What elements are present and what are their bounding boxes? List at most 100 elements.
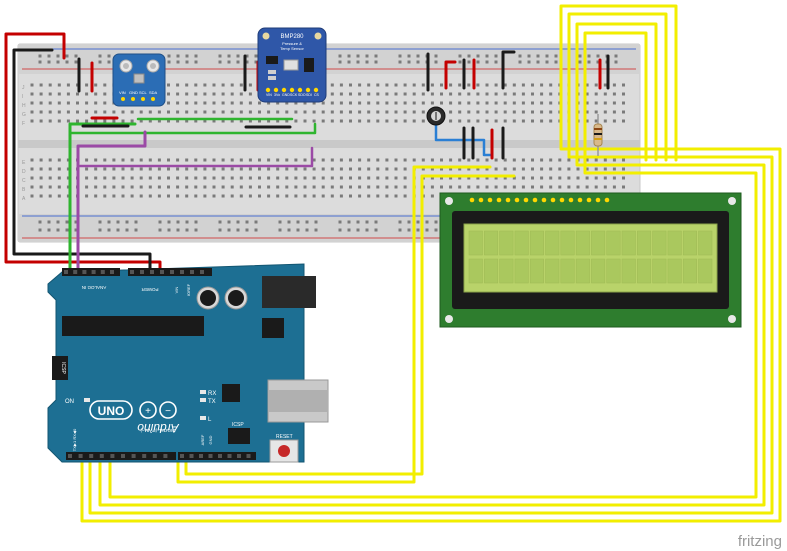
breadboard-hole [221,110,225,114]
rail-hole [554,60,558,64]
breadboard-hole [85,185,89,189]
breadboard-hole [221,92,225,96]
breadboard-hole [440,92,443,96]
rail-hole [578,54,582,58]
breadboard-hole [376,119,380,123]
rail-hole [254,60,258,64]
breadboard-hole [112,110,116,114]
breadboard-hole [540,101,544,105]
lcd-pin [577,197,583,203]
breadboard-hole [394,101,398,105]
header-pin [64,270,68,274]
breadboard-hole [512,158,516,162]
breadboard-hole [285,119,289,123]
breadboard-hole [585,110,589,114]
breadboard-hole [622,158,625,162]
pin-label: VIN [119,90,126,95]
rail-hole [158,228,162,232]
breadboard-hole [385,101,389,105]
breadboard-hole [239,101,243,105]
rail-hole [38,54,42,58]
breadboard-hole [358,167,362,171]
breadboard-hole [85,92,89,96]
lcd-cell [667,230,682,256]
breadboard-hole [494,83,498,87]
breadboard-hole [203,194,207,198]
breadboard-hole [367,176,371,180]
breadboard-hole [303,158,307,162]
breadboard-hole [612,158,616,162]
breadboard-hole [376,167,380,171]
breadboard-hole [458,83,462,87]
breadboard-hole [121,119,125,123]
rail-hole [398,60,402,64]
breadboard-hole [66,119,70,123]
breadboard-hole [176,194,180,198]
breadboard-hole [66,167,70,171]
bmp-pin [305,87,311,93]
breadboard-hole [440,185,443,189]
breadboard-hole [312,185,316,189]
breadboard-hole [421,92,425,96]
breadboard-hole [121,110,125,114]
breadboard-hole [521,119,525,123]
lcd-cell [529,230,544,256]
breadboard-hole [48,110,52,114]
breadboard-hole [112,176,116,180]
lcd-cell [698,230,713,256]
breadboard-hole [248,92,252,96]
breadboard-hole [167,194,170,198]
breadboard-hole [467,83,471,87]
breadboard-hole [294,158,298,162]
breadboard-hole [321,176,325,180]
breadboard-hole [194,101,198,105]
breadboard-hole [258,167,261,171]
breadboard-hole [203,167,207,171]
rail-hole [356,220,360,224]
breadboard-hole [421,119,425,123]
breadboard-hole [558,158,562,162]
aref-label: AREF [200,434,205,445]
header-pin [131,454,136,458]
breadboard-hole [339,194,343,198]
rail-hole [56,54,60,58]
breadboard-hole [622,167,625,171]
breadboard-hole [130,158,134,162]
rail-hole [74,220,78,224]
on-label: ON [65,399,74,405]
breadboard-hole [512,167,516,171]
rail-hole [314,228,318,232]
header-pin [163,454,168,458]
wire-red-5v [4,32,162,272]
breadboard-hole [221,158,225,162]
lcd-pin [595,197,601,203]
breadboard-hole [467,101,471,105]
breadboard-hole [412,83,416,87]
breadboard-hole [467,167,471,171]
breadboard-hole [167,185,170,189]
breadboard-hole [458,119,462,123]
wire-green-a4 [68,122,137,274]
breadboard-hole [194,167,198,171]
rail-hole [245,60,249,64]
rail-hole [596,54,600,58]
breadboard-hole [503,92,507,96]
breadboard-hole [230,185,234,189]
breadboard-hole [540,92,544,96]
breadboard-hole [85,83,89,87]
breadboard-hole [440,167,443,171]
breadboard-hole [57,194,61,198]
arduino-uno: Arduino UNO + − ON RX TX L DIGITAL (PWM~… [47,263,329,463]
breadboard-hole [476,92,480,96]
rail-hole [65,220,69,224]
breadboard-hole [176,92,180,96]
breadboard-hole [66,176,70,180]
breadboard-hole [458,110,462,114]
breadboard-hole [440,83,443,87]
lcd-cell [591,230,606,256]
header-pin [190,270,194,274]
breadboard-hole [467,119,471,123]
rail-hole [554,54,558,58]
rail-hole [587,54,591,58]
breadboard-hole [558,176,562,180]
